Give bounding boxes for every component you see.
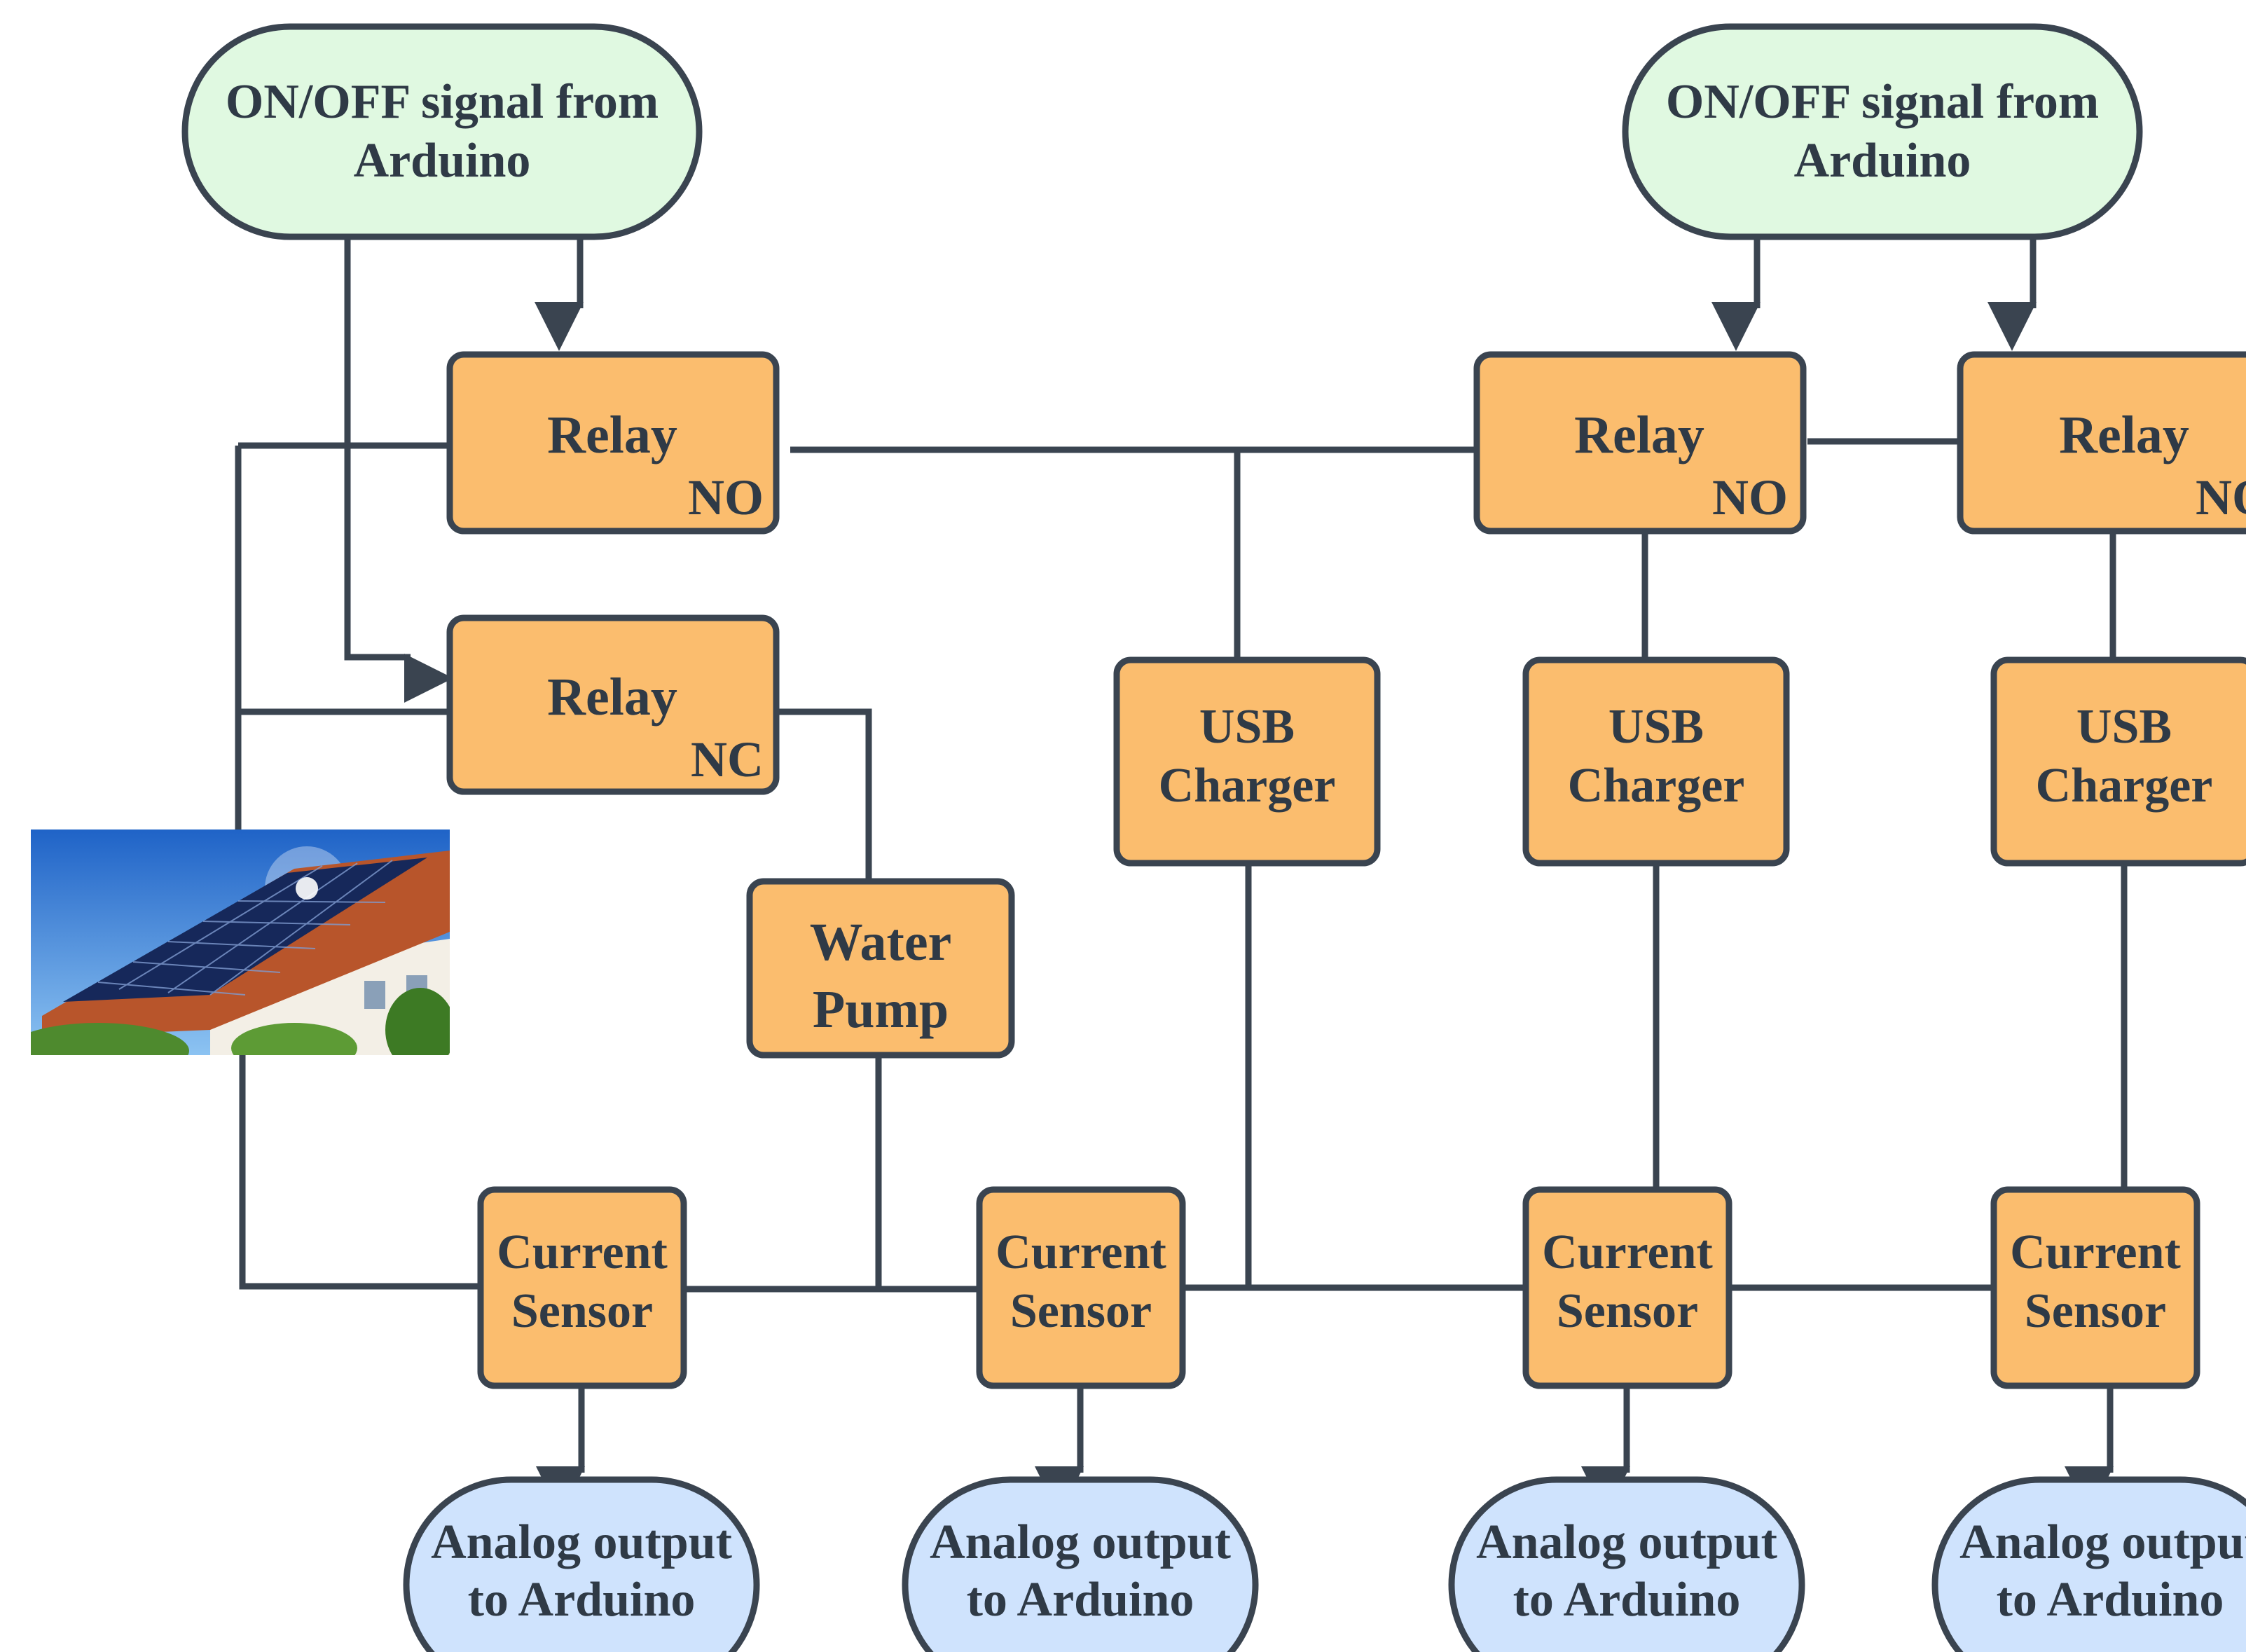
- relay-no-label: NO: [1712, 469, 1788, 525]
- analog-output-3: Analog output to Arduino: [1448, 1476, 1805, 1652]
- relay-no-right: Relay NO: [1957, 351, 2246, 535]
- current-sensor-3: Current Sensor: [1522, 1186, 1732, 1389]
- analog-output-line1: Analog output: [1476, 1515, 1777, 1569]
- current-sensor-line1: Current: [2010, 1225, 2181, 1279]
- water-pump-line1: Water: [810, 913, 952, 972]
- current-sensor-line1: Current: [497, 1225, 668, 1279]
- current-sensor-2: Current Sensor: [976, 1186, 1186, 1389]
- usb-charger-2: USB Charger: [1522, 656, 1790, 867]
- current-sensor-line2: Sensor: [2025, 1284, 2166, 1338]
- relay-nc-label: NC: [691, 731, 764, 787]
- signal-input-left-line2: Arduino: [354, 134, 531, 188]
- analog-output-2: Analog output to Arduino: [902, 1476, 1259, 1652]
- current-sensor-4: Current Sensor: [1990, 1186, 2200, 1389]
- usb-charger-line2: Charger: [1568, 759, 1745, 813]
- relay-label: Relay: [1574, 406, 1704, 464]
- current-sensor-1: Current Sensor: [477, 1186, 687, 1389]
- relay-label: Relay: [2059, 406, 2189, 464]
- water-pump: Water Pump: [746, 878, 1015, 1059]
- relay-nc-left: Relay NC: [446, 614, 780, 795]
- solar-panel-house-icon: [31, 830, 450, 1055]
- analog-output-line2: to Arduino: [468, 1573, 696, 1627]
- relay-no-label: NO: [688, 469, 764, 525]
- usb-charger-3: USB Charger: [1990, 656, 2246, 867]
- current-sensor-line2: Sensor: [511, 1284, 653, 1338]
- current-sensor-line2: Sensor: [1010, 1284, 1152, 1338]
- current-sensor-line1: Current: [995, 1225, 1166, 1279]
- signal-input-right-line1: ON/OFF signal from: [1666, 75, 2099, 129]
- analog-output-line2: to Arduino: [1513, 1573, 1741, 1627]
- relay-label: Relay: [547, 668, 677, 727]
- signal-input-left-line1: ON/OFF signal from: [226, 75, 659, 129]
- analog-output-4: Analog output to Arduino: [1931, 1476, 2246, 1652]
- analog-output-line1: Analog output: [930, 1515, 1231, 1569]
- usb-charger-1: USB Charger: [1113, 656, 1381, 867]
- signal-input-right-line2: Arduino: [1794, 134, 1971, 188]
- relay-no-middle: Relay NO: [1473, 351, 1807, 535]
- water-pump-line2: Pump: [813, 980, 949, 1039]
- usb-charger-line1: USB: [1199, 700, 1295, 754]
- connector-lines: [235, 238, 2128, 1515]
- signal-input-left: ON/OFF signal from Arduino: [181, 23, 703, 240]
- usb-charger-line2: Charger: [2036, 759, 2213, 813]
- usb-charger-line1: USB: [2076, 700, 2172, 754]
- relay-no-label: NO: [2196, 469, 2246, 525]
- analog-output-line2: to Arduino: [967, 1573, 1194, 1627]
- current-sensor-line1: Current: [1542, 1225, 1713, 1279]
- relay-no-left: Relay NO: [446, 351, 780, 535]
- analog-output-1: Analog output to Arduino: [403, 1476, 760, 1652]
- analog-output-line1: Analog output: [1959, 1515, 2246, 1569]
- current-sensor-line2: Sensor: [1557, 1284, 1698, 1338]
- analog-output-line2: to Arduino: [1997, 1573, 2224, 1627]
- signal-input-right: ON/OFF signal from Arduino: [1622, 23, 2143, 240]
- usb-charger-line1: USB: [1608, 700, 1704, 754]
- usb-charger-line2: Charger: [1159, 759, 1336, 813]
- relay-label: Relay: [547, 406, 677, 464]
- analog-output-line1: Analog output: [431, 1515, 732, 1569]
